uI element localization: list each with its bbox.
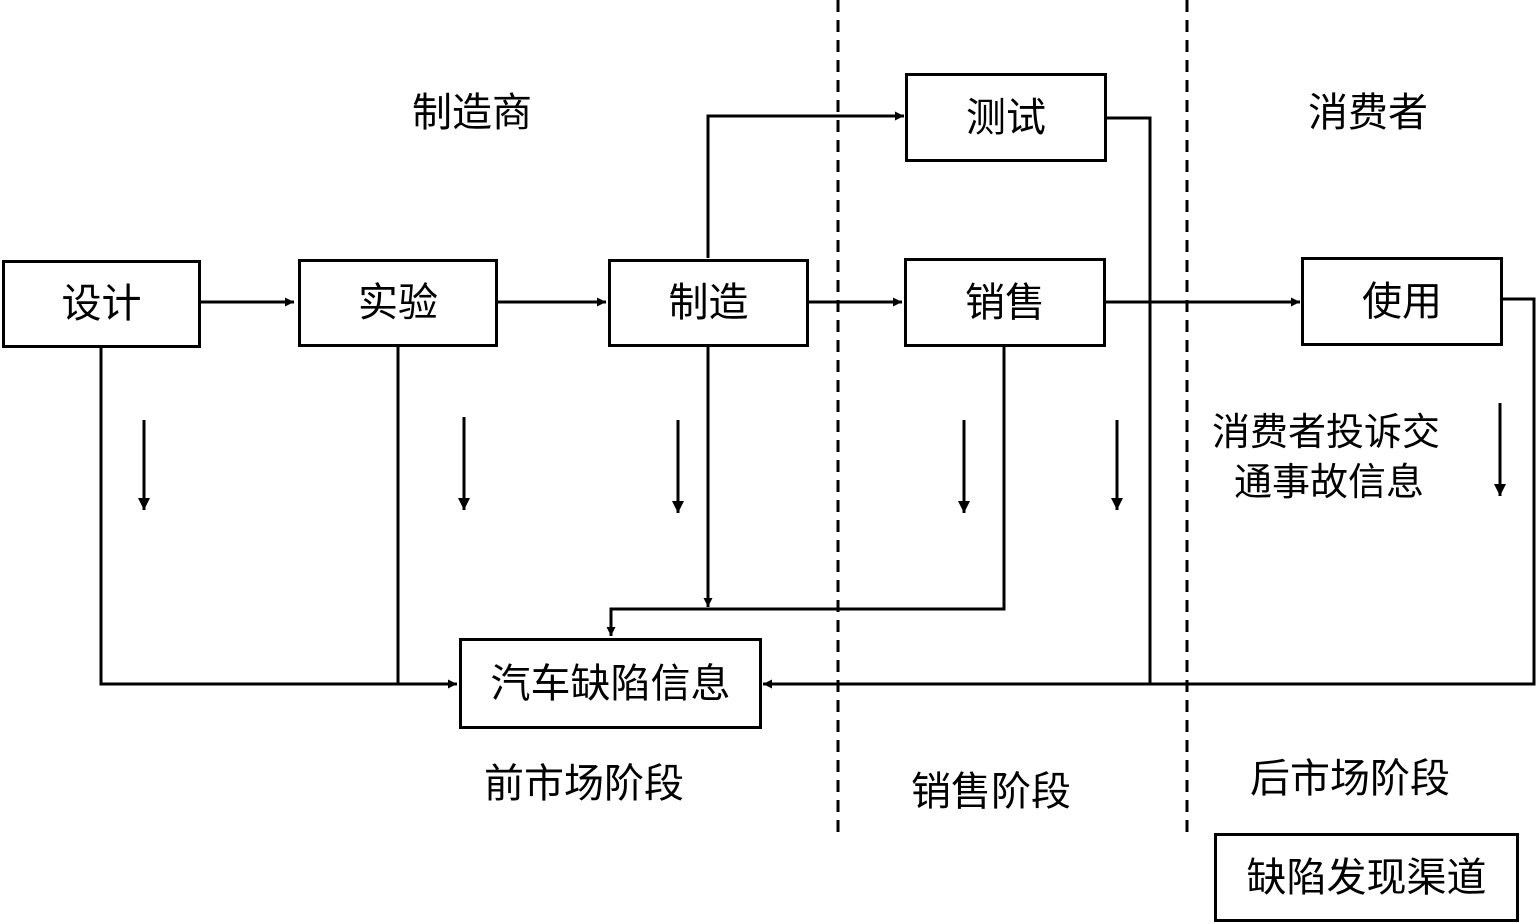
- consumer-label: 消费者: [1308, 90, 1428, 136]
- stage-label-pre-market: 前市场阶段: [484, 761, 684, 807]
- manufacture-box: 制造: [608, 259, 809, 347]
- defect-info-box: 汽车缺陷信息: [459, 638, 762, 729]
- use-label: 使用: [1362, 278, 1442, 325]
- stage-label-after-market: 后市场阶段: [1250, 756, 1450, 802]
- use-box: 使用: [1301, 257, 1503, 346]
- experiment-label: 实验: [358, 280, 438, 326]
- manufacture-label: 制造: [668, 280, 749, 326]
- legend-box: 缺陷发现渠道: [1214, 833, 1519, 922]
- line-design-to-defect-info: [99, 347, 457, 689]
- test-box: 测试: [905, 73, 1107, 162]
- arrow-sales-to-defect-info: [606, 347, 1006, 636]
- experiment-box: 实验: [298, 259, 498, 347]
- test-label: 测试: [966, 94, 1046, 141]
- legend-label: 缺陷发现渠道: [1246, 854, 1487, 901]
- design-label: 设计: [61, 281, 142, 327]
- arrow-use-to-defect-info: [763, 297, 1536, 689]
- manufacturer-label: 制造商: [412, 90, 532, 136]
- defect-info-label: 汽车缺陷信息: [490, 660, 731, 707]
- arrow-manufacture-to-test: [706, 111, 904, 258]
- sales-label: 销售: [965, 279, 1045, 326]
- consumer-complaint-line-2: 通事故信息: [1234, 460, 1425, 504]
- design-box: 设计: [2, 260, 201, 348]
- line-test-to-defect-info: [1106, 116, 1152, 684]
- consumer-complaint-line-1: 消费者投诉交: [1212, 410, 1441, 454]
- sales-box: 销售: [904, 258, 1106, 347]
- stage-label-sales: 销售阶段: [911, 769, 1071, 815]
- consumer-complaint-note: 消费者投诉交 通事故信息: [1212, 407, 1440, 507]
